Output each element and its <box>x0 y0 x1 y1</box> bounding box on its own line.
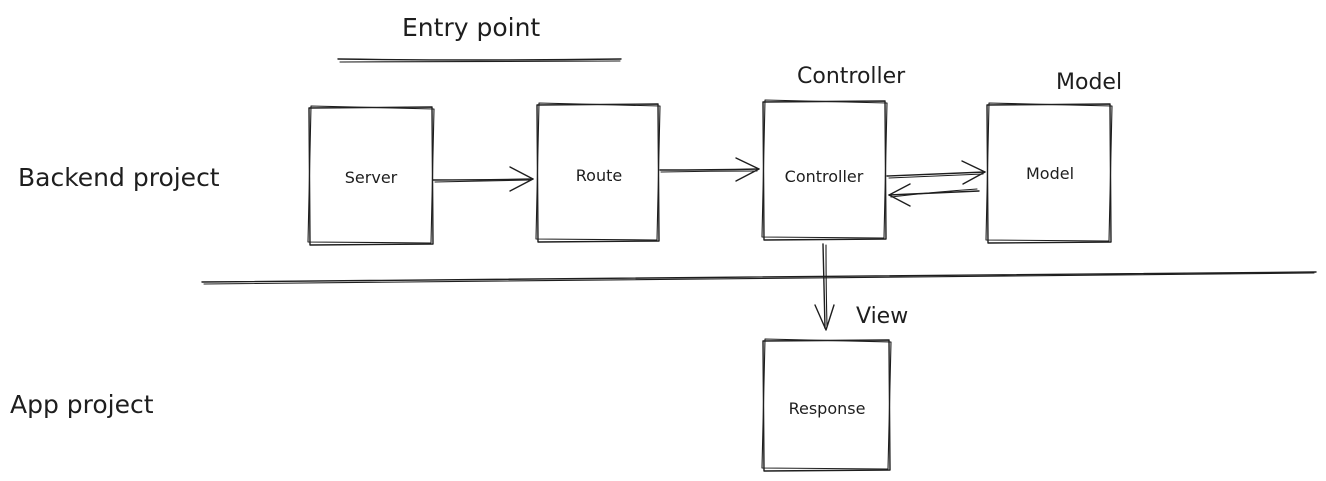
entry-point-title: Entry point <box>402 13 540 42</box>
controller-box: Controller <box>761 99 888 241</box>
arrow-route-to-controller <box>659 157 760 182</box>
arrow-controller-to-response <box>814 243 835 331</box>
section-label-backend: Backend project <box>18 163 220 192</box>
response-box: Response <box>761 338 892 472</box>
model-title: Model <box>1056 70 1122 95</box>
entry-point-underline <box>337 58 622 63</box>
view-title: View <box>856 304 908 329</box>
model-box-label: Model <box>1026 164 1074 183</box>
server-box: Server <box>307 105 435 246</box>
route-box: Route <box>535 102 661 243</box>
route-label: Route <box>576 166 622 185</box>
section-label-app: App project <box>10 390 154 419</box>
arrow-model-to-controller <box>888 183 980 207</box>
section-divider <box>201 271 1317 285</box>
arrow-controller-to-model <box>886 160 986 185</box>
server-label: Server <box>345 168 398 187</box>
controller-title: Controller <box>797 64 906 89</box>
controller-box-label: Controller <box>785 167 864 186</box>
model-box: Model <box>985 102 1113 244</box>
arrow-server-to-route <box>432 166 534 192</box>
response-label: Response <box>789 399 866 418</box>
